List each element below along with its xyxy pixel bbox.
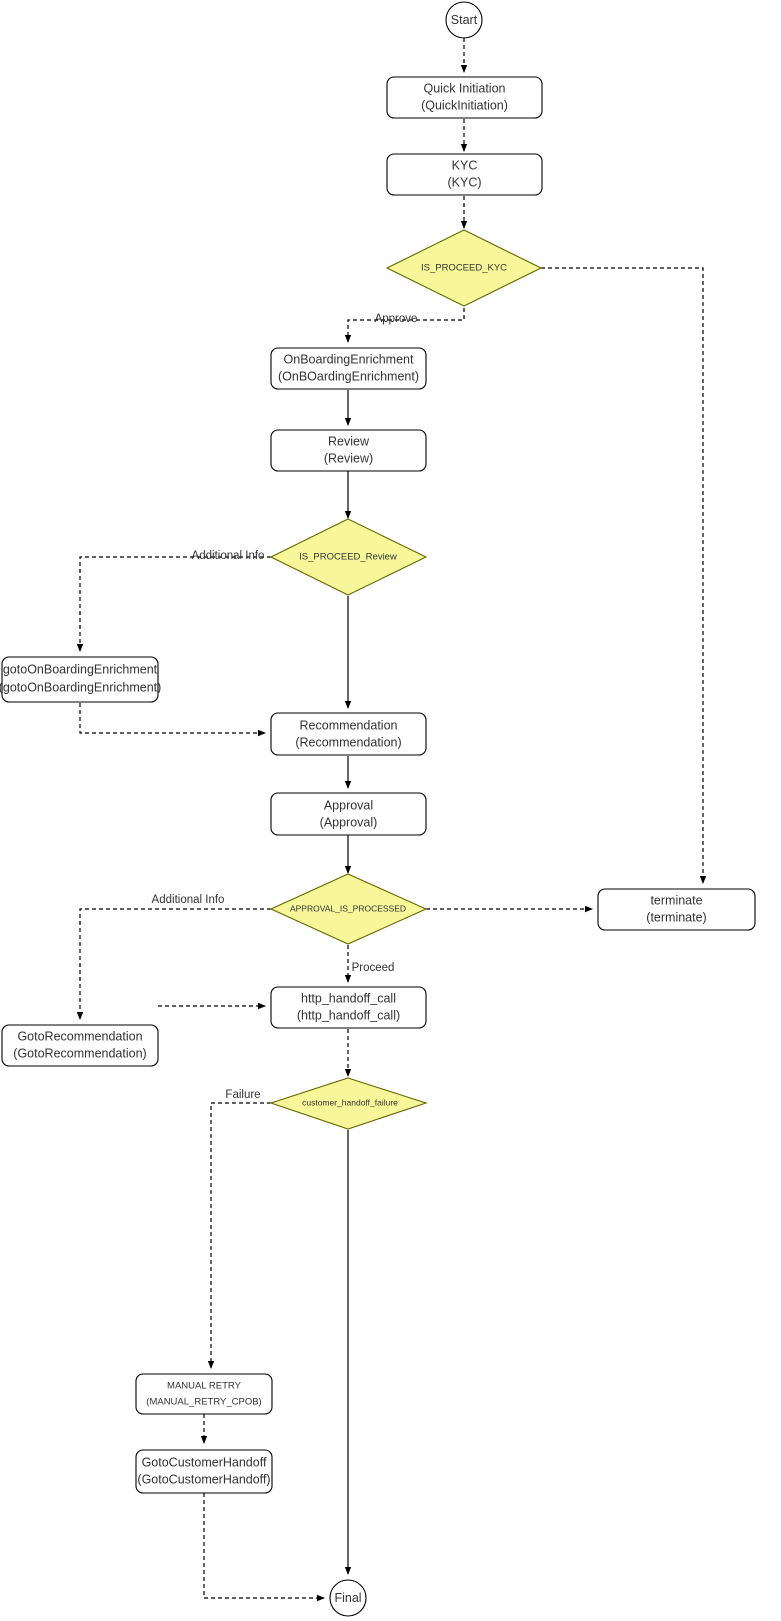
edge-is-proceed-kyc-to-onboarding-enrichment [344, 308, 465, 343]
node-goto-onboarding-enrichment-line1: gotoOnBoardingEnrichment [3, 662, 158, 676]
node-onboarding-enrichment-line1: OnBoardingEnrichment [284, 352, 414, 366]
edge-customer-handoff-failure-to-manual-retry [207, 1102, 271, 1369]
node-goto-onboarding-enrichment[interactable]: gotoOnBoardingEnrichment (gotoOnBoarding… [0, 656, 161, 703]
node-goto-customer-handoff-line2: (GotoCustomerHandoff) [137, 1472, 270, 1486]
node-goto-recommendation-line2: (GotoRecommendation) [13, 1046, 146, 1060]
node-review[interactable]: Review (Review) [270, 429, 427, 472]
node-customer-handoff-failure[interactable]: customer_handoff_failure [269, 1077, 428, 1130]
edge-label-proceed: Proceed [352, 962, 395, 974]
edge-label-additional-info-approval: Additional Info [152, 894, 225, 906]
node-quick-initiation-line2: (QuickInitiation) [421, 98, 508, 112]
node-terminate-line1: terminate [650, 893, 702, 907]
node-http-handoff-call-line1: http_handoff_call [301, 991, 396, 1005]
node-start-label: Start [451, 13, 478, 27]
edge-goto-customer-handoff-to-final [203, 1493, 325, 1602]
node-is-proceed-review[interactable]: IS_PROCEED_Review [269, 518, 428, 596]
node-kyc[interactable]: KYC (KYC) [386, 153, 543, 196]
node-http-handoff-call[interactable]: http_handoff_call (http_handoff_call) [270, 986, 427, 1029]
edge-is-proceed-kyc-to-terminate [541, 267, 707, 884]
node-recommendation-line1: Recommendation [300, 718, 398, 732]
node-approval-is-processed[interactable]: APPROVAL_IS_PROCESSED [269, 873, 428, 945]
node-customer-handoff-failure-label: customer_handoff_failure [302, 1097, 398, 1107]
node-final[interactable]: Final [329, 1579, 367, 1617]
edge-label-additional-info-review: Additional Info [192, 550, 265, 562]
node-is-proceed-kyc[interactable]: IS_PROCEED_KYC [385, 229, 543, 307]
node-terminate-line2: (terminate) [646, 910, 706, 924]
edge-label-approve: Approve [375, 313, 418, 325]
node-goto-recommendation[interactable]: GotoRecommendation (GotoRecommendation) [1, 1024, 159, 1067]
edge-approval-is-processed-to-goto-recommendation [76, 908, 271, 1020]
node-approval-line2: (Approval) [320, 815, 378, 829]
node-approval[interactable]: Approval (Approval) [270, 792, 427, 836]
node-http-handoff-call-line2: (http_handoff_call) [297, 1008, 400, 1022]
node-goto-onboarding-enrichment-line2: (gotoOnBoardingEnrichment) [0, 680, 161, 694]
node-manual-retry[interactable]: MANUAL RETRY (MANUAL_RETRY_CPOB) [135, 1373, 273, 1415]
node-final-label: Final [334, 1591, 361, 1605]
node-manual-retry-line1: MANUAL RETRY [167, 1381, 242, 1392]
node-manual-retry-line2: (MANUAL_RETRY_CPOB) [146, 1397, 261, 1408]
node-start[interactable]: Start [445, 1, 483, 39]
node-goto-customer-handoff[interactable]: GotoCustomerHandoff (GotoCustomerHandoff… [135, 1449, 273, 1494]
node-approval-is-processed-label: APPROVAL_IS_PROCESSED [290, 903, 406, 913]
node-quick-initiation[interactable]: Quick Initiation (QuickInitiation) [386, 76, 543, 119]
node-review-line1: Review [328, 434, 370, 448]
node-onboarding-enrichment[interactable]: OnBoardingEnrichment (OnBOardingEnrichme… [270, 347, 427, 390]
node-onboarding-enrichment-line2: (OnBOardingEnrichment) [278, 369, 419, 383]
edge-goto-onboarding-enrichment-to-recommendation [79, 703, 266, 737]
node-terminate[interactable]: terminate (terminate) [597, 888, 756, 931]
node-recommendation-line2: (Recommendation) [295, 735, 401, 749]
node-goto-recommendation-line1: GotoRecommendation [17, 1029, 142, 1043]
node-is-proceed-review-label: IS_PROCEED_Review [299, 552, 397, 563]
node-recommendation[interactable]: Recommendation (Recommendation) [270, 712, 427, 756]
node-kyc-line1: KYC [452, 158, 478, 172]
node-quick-initiation-line1: Quick Initiation [424, 81, 506, 95]
node-is-proceed-kyc-label: IS_PROCEED_KYC [421, 263, 507, 274]
edge-label-failure: Failure [225, 1089, 260, 1101]
node-kyc-line2: (KYC) [447, 175, 481, 189]
node-review-line2: (Review) [324, 451, 373, 465]
node-goto-customer-handoff-line1: GotoCustomerHandoff [142, 1455, 267, 1469]
node-approval-line1: Approval [324, 798, 373, 812]
edge-is-proceed-review-to-goto-onboarding-enrichment [76, 556, 271, 652]
